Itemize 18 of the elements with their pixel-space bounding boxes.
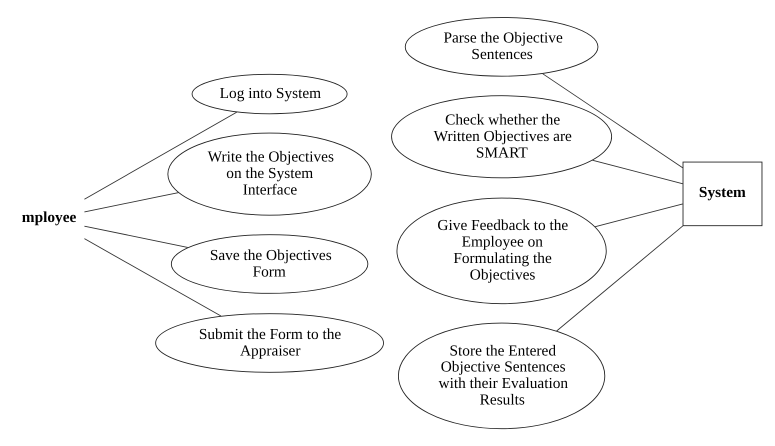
node-ellipse: Submit the Form to the Appraiser bbox=[155, 313, 384, 373]
connector bbox=[84, 226, 188, 248]
node-ellipse: Parse the Objective Sentences bbox=[404, 17, 598, 77]
connector bbox=[84, 238, 222, 316]
node-ellipse: Write the Objectives on the System Interface bbox=[167, 132, 372, 216]
node-ellipse: Save the Objectives Form bbox=[170, 234, 368, 294]
node-ellipse: Store the Entered Objective Sentences with their Evaluation Results bbox=[398, 322, 606, 430]
node-ellipse: Check whether the Written Objectives are SMART bbox=[391, 95, 612, 178]
node-text: mployee bbox=[22, 209, 76, 226]
node-box: System bbox=[682, 162, 762, 226]
connector bbox=[84, 192, 180, 212]
connector bbox=[594, 203, 684, 228]
node-ellipse: Log into System bbox=[192, 74, 348, 114]
node-ellipse: Give Feedback to the Employee on Formulating the Objectives bbox=[396, 198, 607, 304]
connector bbox=[84, 112, 238, 200]
connector bbox=[556, 225, 684, 332]
connector bbox=[592, 160, 684, 184]
connector bbox=[542, 73, 684, 168]
